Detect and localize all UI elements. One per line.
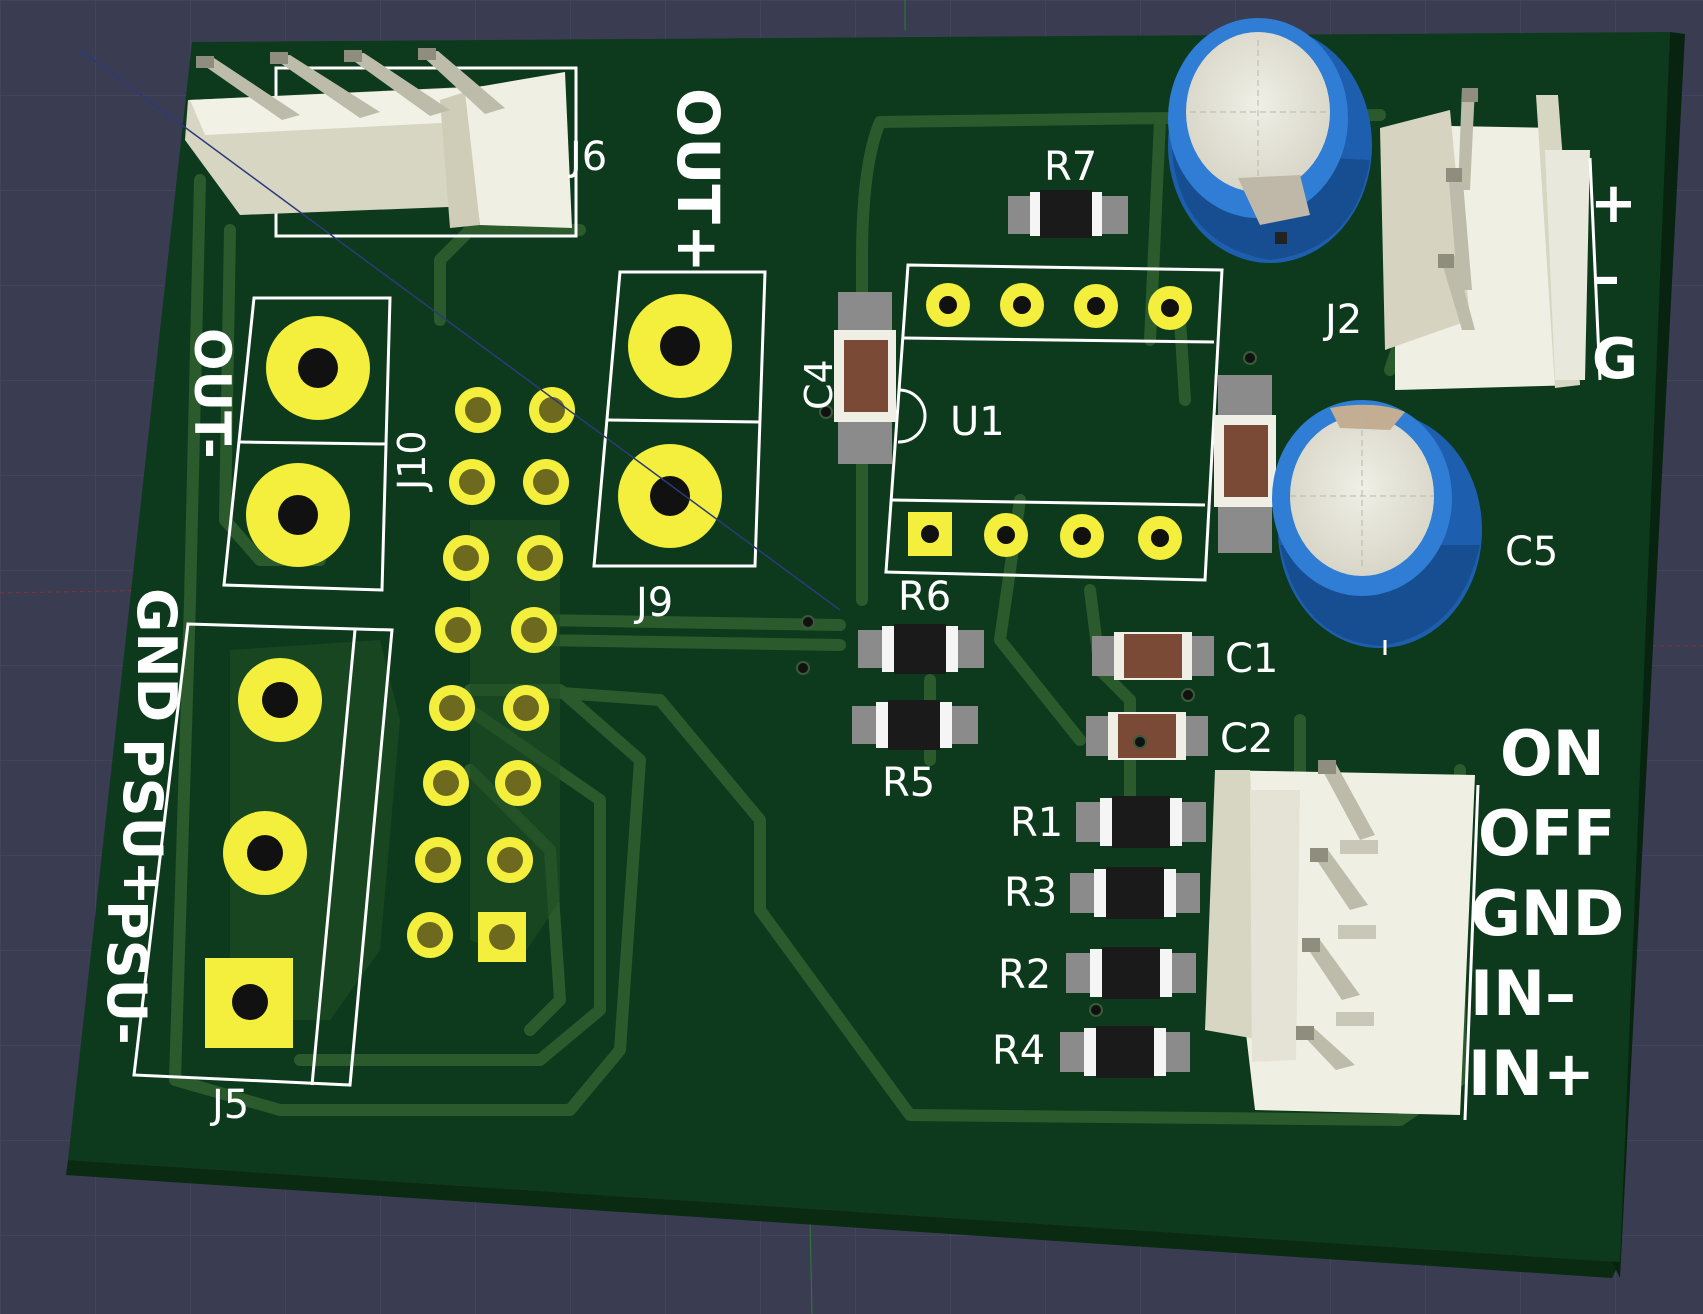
- connector-j10-pads[interactable]: [407, 387, 575, 962]
- copper-traces: [169, 109, 1466, 1126]
- ref-c2: C2: [1220, 716, 1273, 762]
- ref-j6: J6: [567, 134, 607, 180]
- resistor-r6[interactable]: [858, 624, 984, 674]
- ref-u1: U1: [950, 399, 1005, 445]
- axis-line-green: [809, 1219, 813, 1314]
- silk-in-minus: IN–: [1470, 957, 1576, 1030]
- ic-u1-dip8[interactable]: [884, 263, 1224, 582]
- capacitor-c6-electrolytic[interactable]: [1168, 18, 1372, 263]
- ref-r2: R2: [998, 952, 1051, 998]
- ref-c4: C4: [797, 359, 841, 410]
- resistor-r7[interactable]: [1008, 190, 1128, 238]
- connector-j2[interactable]: [1380, 88, 1602, 390]
- resistor-r1[interactable]: [1076, 796, 1206, 848]
- reference-designators: J6 J10 J9 J5 J2 U1 C4 C5 C1 C2 R7 R6 R5 …: [209, 134, 1558, 1128]
- capacitor-c2[interactable]: [1086, 712, 1208, 760]
- resistor-r3[interactable]: [1070, 867, 1200, 919]
- silk-in-plus: IN+: [1468, 1037, 1595, 1110]
- silk-g: G: [1592, 327, 1638, 392]
- resistor-r5[interactable]: [852, 700, 978, 750]
- silk-psu-plus: PSU+: [111, 738, 174, 906]
- silkscreen-text: OUT+ OUT- GND PSU+ PSU- + – G ON OFF GND…: [95, 88, 1638, 1110]
- ref-r3: R3: [1004, 870, 1057, 916]
- capacitor-c3[interactable]: [1214, 375, 1276, 553]
- resistor-r4[interactable]: [1060, 1026, 1190, 1078]
- silk-plus: +: [1590, 171, 1637, 236]
- silk-psu-minus: PSU-: [95, 900, 158, 1045]
- silk-out-plus: OUT+: [664, 88, 732, 273]
- ref-r5: R5: [882, 760, 935, 806]
- ref-r7: R7: [1044, 144, 1097, 190]
- ref-r1: R1: [1010, 800, 1063, 846]
- ref-r4: R4: [992, 1028, 1045, 1074]
- terminal-j5-psu[interactable]: [132, 622, 394, 1087]
- ref-j5: J5: [209, 1082, 249, 1128]
- pcb-board-edge: [66, 1160, 1620, 1278]
- vias: [796, 351, 1257, 1017]
- capacitor-c5-electrolytic[interactable]: [1272, 400, 1482, 655]
- terminal-out-minus[interactable]: [222, 296, 392, 592]
- silk-gnd2: GND: [1470, 877, 1624, 950]
- connector-control-5pin[interactable]: [1205, 760, 1480, 1121]
- ref-r6: R6: [898, 574, 951, 620]
- capacitor-c1[interactable]: [1092, 632, 1214, 680]
- ref-j9: J9: [633, 580, 673, 626]
- silk-off: OFF: [1478, 797, 1615, 870]
- resistor-r2[interactable]: [1066, 947, 1196, 999]
- silk-out-minus: OUT-: [183, 328, 241, 459]
- capacitor-c4[interactable]: [834, 292, 896, 464]
- viewer-axis-ray: [79, 49, 841, 611]
- ref-c1: C1: [1225, 636, 1278, 682]
- ref-j2: J2: [1322, 297, 1362, 343]
- silk-gnd: GND: [125, 588, 188, 722]
- silk-on: ON: [1500, 717, 1605, 790]
- terminal-j9-out-plus[interactable]: [592, 270, 767, 568]
- ref-j10: J10: [390, 430, 434, 492]
- ref-c5: C5: [1505, 529, 1558, 575]
- silk-minus: –: [1592, 245, 1620, 310]
- connector-j6[interactable]: [185, 48, 578, 238]
